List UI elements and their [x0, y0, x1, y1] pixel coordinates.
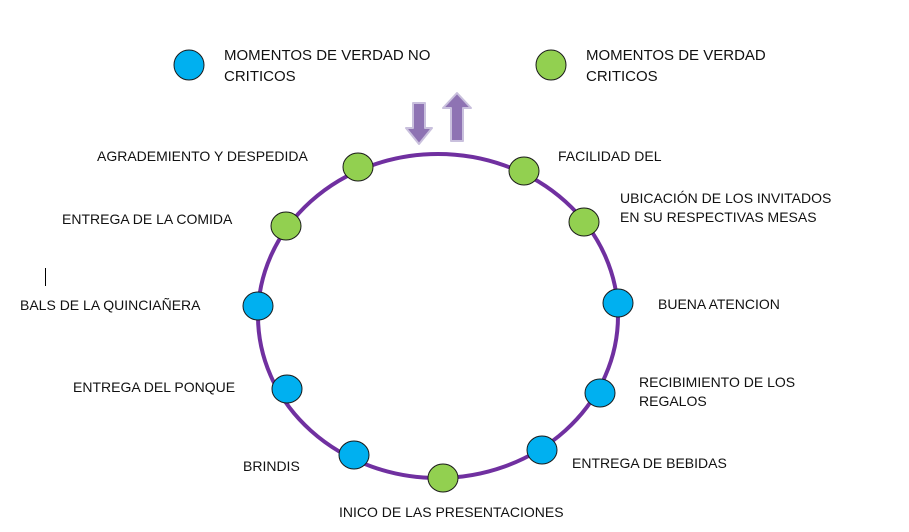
down-arrow-icon — [405, 102, 433, 145]
moment-label-ubicacion: UBICACIÓN DE LOS INVITADOS EN SU RESPECT… — [620, 190, 832, 225]
moment-node-10 — [270, 211, 302, 241]
moment-label-brindis: BRINDIS — [243, 458, 300, 474]
moment-label-bals: BALS DE LA QUINCIAÑERA — [20, 297, 201, 313]
moment-label-ponque: ENTREGA DEL PONQUE — [73, 379, 236, 395]
moment-label-presentaciones: INICO DE LAS PRESENTACIONES — [339, 504, 564, 520]
up-arrow-icon — [442, 92, 472, 142]
green-dot-icon — [535, 49, 567, 81]
moment-node-2 — [568, 207, 600, 237]
moment-label-bebidas: ENTREGA DE BEBIDAS — [572, 455, 727, 471]
moment-label-comida: ENTREGA DE LA COMIDA — [62, 211, 233, 227]
moment-node-6 — [427, 463, 459, 493]
moment-node-3 — [602, 288, 634, 318]
moment-node-9 — [242, 291, 274, 321]
blue-dot-icon — [173, 49, 205, 81]
moment-node-5 — [526, 435, 558, 465]
legend-label-critical: MOMENTOS DE VERDAD CRITICOS — [586, 47, 766, 85]
moment-label-facilidad: FACILIDAD DEL — [558, 148, 662, 164]
cycle-ring — [256, 152, 620, 480]
moment-node-7 — [338, 440, 370, 470]
moment-node-1 — [508, 156, 540, 186]
moment-node-11 — [342, 152, 374, 182]
moment-label-recibimiento: RECIBIMIENTO DE LOS REGALOS — [639, 374, 796, 409]
moment-label-buena-atencion: BUENA ATENCION — [658, 296, 780, 312]
moment-label-despedida: AGRADEMIENTO Y DESPEDIDA — [97, 148, 308, 164]
moment-node-8 — [271, 374, 303, 404]
text-cursor-mark — [45, 268, 46, 286]
legend-label-non-critical: MOMENTOS DE VERDAD NO CRITICOS — [224, 47, 431, 85]
moment-node-4 — [584, 378, 616, 408]
